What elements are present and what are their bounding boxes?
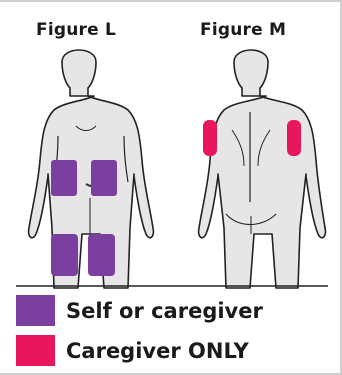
figure-l-zone-thigh-left (51, 234, 78, 276)
legend-label: Caregiver ONLY (66, 339, 249, 363)
figure-l-zone-abdomen-left (51, 160, 77, 196)
figure-m-back-body (199, 50, 326, 288)
legend-swatch-pink (16, 335, 55, 366)
figure-l-zone-thigh-right (88, 234, 115, 276)
legend-label: Self or caregiver (66, 299, 263, 323)
body-figures (0, 2, 342, 292)
legend-swatch-purple (16, 295, 55, 326)
legend-item-self-or-caregiver: Self or caregiver (16, 295, 263, 326)
legend-item-caregiver-only: Caregiver ONLY (16, 335, 249, 366)
figure-l-zone-abdomen-right (91, 160, 117, 196)
figure-m-zone-upper-arm-right (287, 120, 301, 156)
figure-m-zone-upper-arm-left (203, 120, 217, 156)
